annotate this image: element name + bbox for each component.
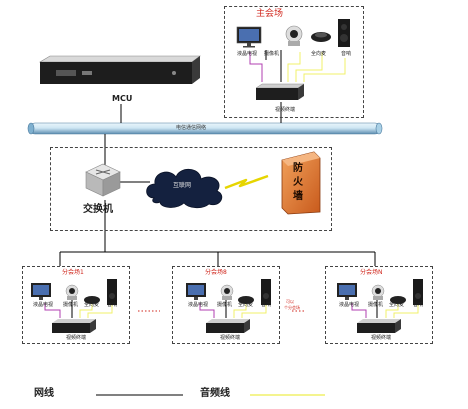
branch-n-tv [336, 282, 358, 306]
ptz-camera-icon [65, 284, 79, 300]
video-terminal-icon [52, 319, 96, 333]
video-terminal-icon [206, 319, 250, 333]
branch-device-label: 液晶电视 [339, 302, 360, 308]
branch-terminal-label: 视频终端 [371, 335, 392, 341]
main-venue-lines [249, 50, 346, 82]
branch-n-title: 分会场N [360, 269, 383, 276]
speaker-icon [107, 279, 117, 305]
switch-device [82, 160, 124, 204]
branch-1-camera [64, 284, 80, 306]
branch-8-tv [185, 282, 207, 306]
main-venue-box [224, 6, 364, 118]
branch-8-note: 个分会场 [284, 305, 300, 310]
branch-device-label: 全向麦 [389, 302, 405, 308]
lcd-tv-icon [186, 283, 206, 300]
speaker-icon [338, 19, 350, 47]
cloud-icon [146, 168, 223, 209]
branch-1-terminal [50, 318, 98, 338]
main-venue-device-label: 音响 [341, 51, 352, 57]
omni-microphone-icon [311, 32, 331, 42]
branch-device-label: 摄像机 [368, 302, 384, 308]
branch-n-camera [370, 284, 386, 306]
firewall [278, 150, 324, 220]
main-venue-device-label: 液晶电视 [237, 51, 258, 57]
lightning-bolt [224, 174, 269, 190]
branch-1-title: 分会场1 [62, 269, 84, 276]
speaker-icon [261, 279, 271, 305]
branch-1-tv [30, 282, 52, 306]
firewall-char: 墙 [293, 191, 303, 202]
legend-network-label: 网线 [34, 388, 54, 399]
branch-1-lines [44, 300, 113, 318]
branch-1-speaker [106, 278, 118, 310]
omni-microphone-icon [238, 296, 254, 304]
ptz-camera-icon [371, 284, 385, 300]
firewall-char: 防 [293, 163, 303, 174]
backbone-label: 电信通信网络 [176, 125, 207, 131]
branch-device-label: 摄像机 [217, 302, 233, 308]
branch-n-microphone [389, 290, 407, 309]
branch-terminal-label: 视频终端 [220, 335, 241, 341]
legend-audio-label: 音频线 [200, 388, 230, 399]
internet-cloud [142, 164, 228, 214]
branch-device-label: 音响 [107, 302, 118, 308]
branch-device-label: 音响 [261, 302, 272, 308]
main-venue-terminal [254, 82, 306, 106]
core-network-box [50, 147, 332, 231]
branch-1-box [22, 266, 130, 344]
branch-8-box [172, 266, 280, 344]
lcd-tv-icon [337, 283, 357, 300]
main-venue-device-label: 摄像机 [264, 51, 280, 57]
main-venue-camera [284, 24, 304, 52]
speaker-icon [413, 279, 423, 305]
branch-8-camera [219, 284, 235, 306]
backbone-pipe [27, 122, 383, 135]
branch-8-note: 可以 [286, 299, 294, 304]
video-terminal-icon [357, 319, 401, 333]
cloud-label: 互联网 [173, 182, 192, 189]
firewall-char: 火 [293, 177, 303, 188]
branch-n-speaker [412, 278, 424, 310]
video-terminal-icon [255, 83, 305, 100]
main-venue-terminal-label: 视频终端 [275, 107, 296, 113]
branch-device-label: 摄像机 [63, 302, 79, 308]
branch-n-terminal [355, 318, 403, 338]
branch-8-terminal [204, 318, 252, 338]
firewall-icon [281, 151, 321, 215]
rack-server-icon [38, 55, 201, 84]
main-venue-speaker [337, 18, 351, 52]
lcd-tv-icon [31, 283, 51, 300]
branch-device-label: 液晶电视 [188, 302, 209, 308]
branch-1-microphone [83, 290, 101, 309]
branch-device-label: 音响 [413, 302, 424, 308]
switch-label: 交换机 [83, 204, 113, 215]
main-venue-tv [236, 26, 262, 52]
branch-8-title: 分会场8 [205, 269, 227, 276]
ptz-camera-icon [220, 284, 234, 300]
main-venue-device-label: 全向麦 [311, 51, 327, 57]
branch-terminal-label: 视频终端 [66, 335, 87, 341]
omni-microphone-icon [390, 296, 406, 304]
switch-icon [85, 163, 121, 197]
lcd-tv-icon [236, 26, 262, 48]
main-venue-title: 主会场 [256, 9, 284, 19]
ptz-camera-icon [285, 25, 303, 46]
main-venue-microphone [310, 28, 332, 47]
branch-device-label: 液晶电视 [33, 302, 54, 308]
omni-microphone-icon [84, 296, 100, 304]
branch-device-label: 全向麦 [238, 302, 254, 308]
branch-device-label: 全向麦 [84, 302, 100, 308]
branch-n-box [325, 266, 433, 344]
branch-n-lines [351, 300, 419, 318]
branch-8-speaker [260, 278, 272, 310]
mcu-label: MCU [112, 94, 133, 103]
branch-8-lines [199, 300, 267, 318]
mcu-device [34, 52, 204, 88]
branch-8-microphone [237, 290, 255, 309]
